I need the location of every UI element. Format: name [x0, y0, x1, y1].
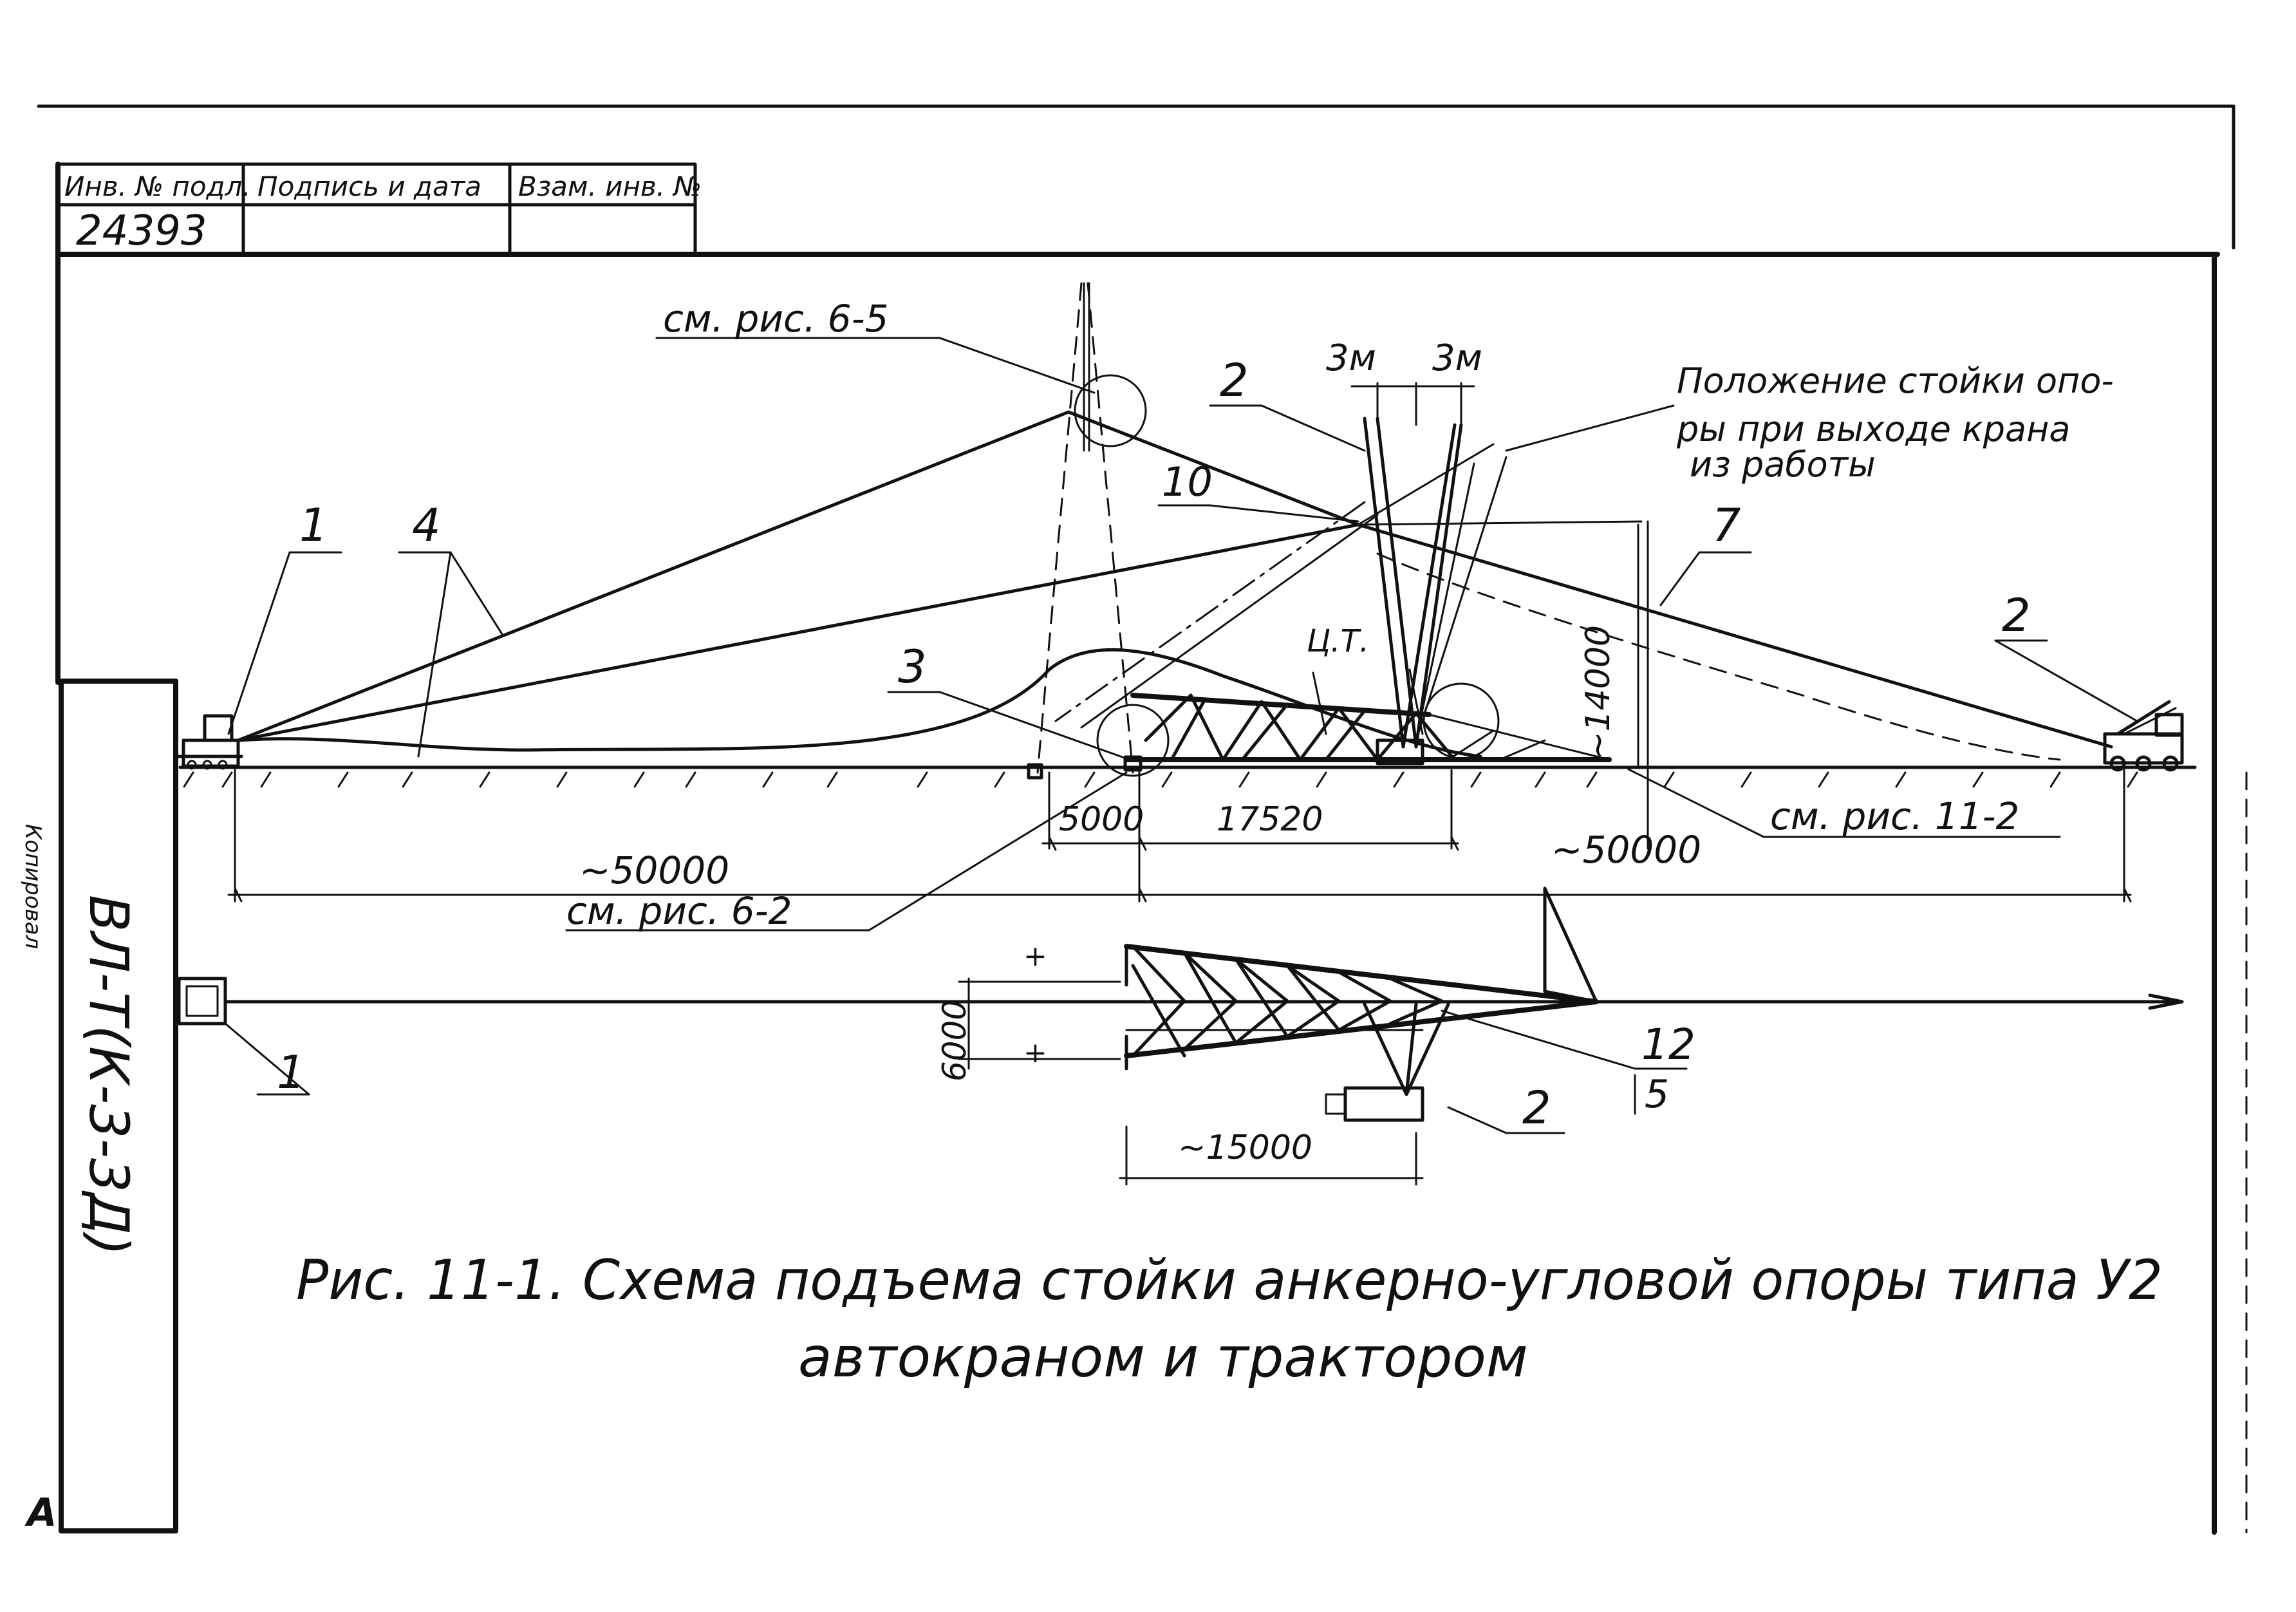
plan-view: + +: [177, 886, 2184, 1186]
caption-line-1: Рис. 11-1. Схема подъема стойки анкерно-…: [296, 1248, 2163, 1313]
leader-lines: [227, 337, 2138, 932]
plan-plus-lower: +: [1023, 1036, 1047, 1069]
label-item-12-sub: 5: [1645, 1072, 1669, 1117]
pole-upright-dashed: [1027, 282, 1147, 780]
annotation-line-2: ры при выходе крана: [1676, 409, 2070, 449]
detail-circle-top: [1074, 374, 1147, 447]
ground-line: [178, 765, 2197, 788]
stamp-replace-label: Взам. инв. №: [518, 171, 702, 202]
label-item-7: 7: [1712, 499, 1741, 552]
pole-lattice-elevation: [1096, 693, 1612, 777]
tractor-elevation: [175, 714, 243, 770]
dimension-lines: [227, 385, 2132, 903]
label-item-4: 4: [412, 499, 441, 552]
dim-left-50000: ~50000: [579, 848, 729, 892]
rigging-lines: [236, 410, 2113, 761]
dim-gap-right: 3м: [1432, 337, 1482, 379]
project-code: ВЛ-Т(К-3-3Д): [77, 895, 140, 1256]
truck-crane-elevation: [2103, 700, 2184, 772]
plan-plus-upper: +: [1023, 940, 1047, 973]
ref-fig-6-5: см. рис. 6-5: [663, 297, 889, 341]
label-center-of-gravity: Ц.Т.: [1307, 623, 1369, 659]
annotation-line-1: Положение стойки опо-: [1677, 361, 2114, 401]
dim-span-5000: 5000: [1059, 800, 1144, 839]
label-crane-2-top: 2: [1220, 354, 1249, 407]
ref-fig-6-2: см. рис. 6-2: [566, 889, 792, 933]
corner-mark: А: [24, 1490, 57, 1535]
dim-gap-left: 3м: [1326, 337, 1376, 379]
stamp-block: Инв. № подл. Подпись и дата Взам. инв. №…: [56, 162, 702, 256]
stamp-inv-no-label: Инв. № подл.: [64, 171, 251, 202]
label-item-10: 10: [1162, 458, 1213, 505]
label-tractor-1-plan: 1: [277, 1046, 306, 1099]
label-tractor-1: 1: [299, 499, 328, 552]
dim-height-14000: ~14000: [1579, 625, 1618, 760]
dim-plan-6000: 6000: [936, 1000, 973, 1082]
dim-span-17520: 17520: [1217, 800, 1323, 839]
label-item-12: 12: [1641, 1020, 1695, 1069]
figure-caption: Рис. 11-1. Схема подъема стойки анкерно-…: [296, 1248, 2163, 1390]
label-item-3: 3: [898, 641, 927, 693]
annotation-line-3: из работы: [1690, 444, 1876, 485]
label-crane-2-right: 2: [2002, 589, 2031, 642]
dim-right-50000: ~50000: [1551, 828, 1701, 872]
label-crane-2-plan: 2: [1522, 1082, 1551, 1134]
detail-circle-crane: [1423, 682, 1500, 760]
ref-fig-11-2: см. рис. 11-2: [1770, 794, 2019, 838]
crane-boom: [1054, 417, 1507, 765]
drawing-labels: см. рис. 6-5 см. рис. 6-2 см. рис. 11-2 …: [277, 297, 2114, 1167]
stamp-inv-no-value: 24393: [76, 207, 207, 255]
reference-lines: [234, 382, 2125, 903]
dim-plan-15000: ~15000: [1178, 1129, 1312, 1167]
margin-note: Копировал: [20, 824, 46, 949]
caption-line-2: автокраном и трактором: [798, 1326, 1528, 1390]
stamp-signature-label: Подпись и дата: [257, 171, 481, 202]
margin-texts: Копировал ВЛ-Т(К-3-3Д) А: [20, 824, 140, 1535]
detail-circle-base: [1096, 704, 1170, 777]
